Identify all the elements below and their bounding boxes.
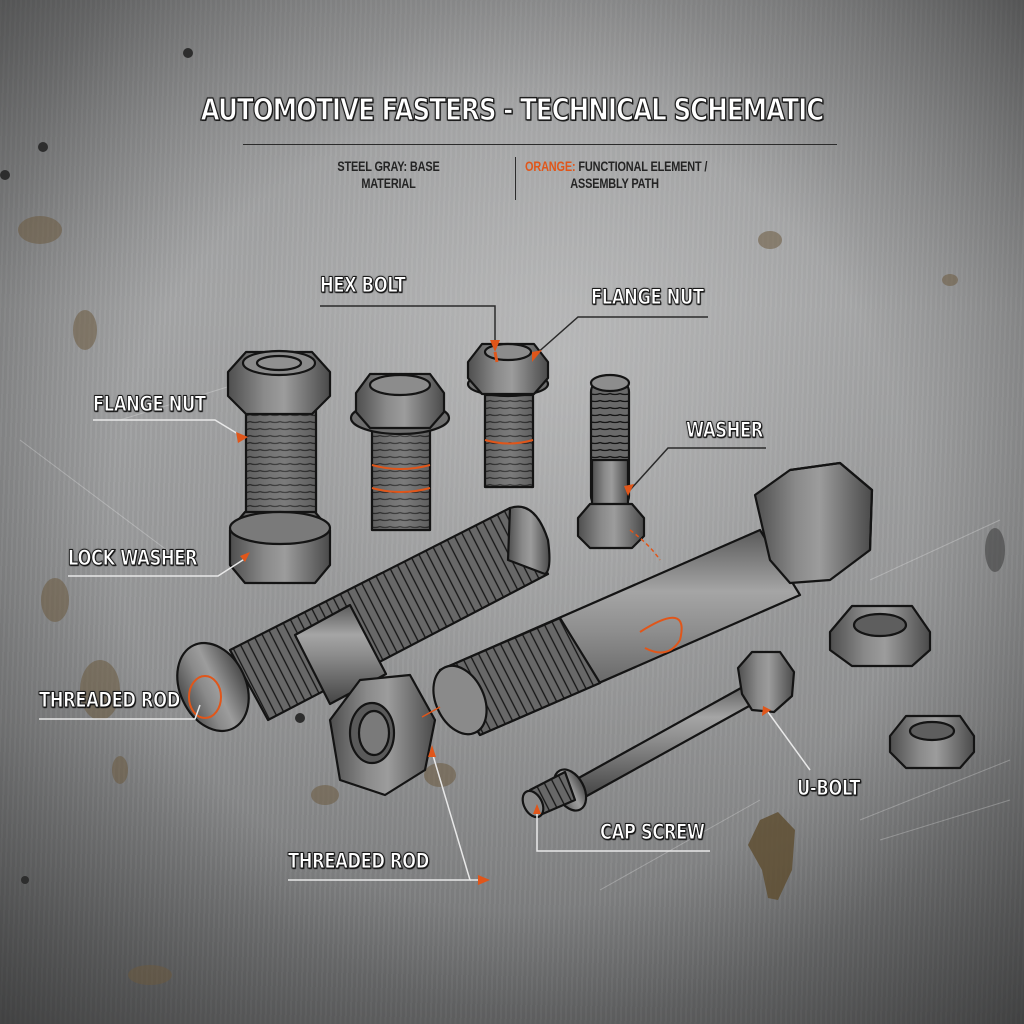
leader-lines	[39, 305, 811, 881]
thin-hex-nut-1	[828, 604, 932, 668]
label-u-bolt: U-BOLT	[797, 776, 861, 801]
flange-bolt-small	[466, 342, 550, 489]
legend-orange-line1: FUNCTIONAL ELEMENT /	[575, 158, 708, 174]
label-threaded-rod-bottom: THREADED ROD	[288, 849, 430, 874]
flange-bolt-medium	[349, 372, 451, 532]
hex-cap-bolt	[576, 373, 646, 550]
label-hex-bolt: HEX BOLT	[320, 273, 407, 298]
label-flange-nut-top: FLANGE NUT	[591, 285, 705, 310]
legend-divider	[515, 157, 516, 200]
legend-steel-gray-line2: MATERIAL	[361, 175, 416, 191]
legend-orange: ORANGE: FUNCTIONAL ELEMENT / ASSEMBLY PA…	[525, 158, 759, 192]
label-flange-nut-left: FLANGE NUT	[93, 392, 207, 417]
label-threaded-rod-left: THREADED ROD	[39, 688, 181, 713]
legend-orange-key: ORANGE:	[525, 158, 576, 174]
page-title: AUTOMOTIVE FASTERS - TECHNICAL SCHEMATIC	[200, 92, 825, 128]
label-cap-screw: CAP SCREW	[600, 820, 706, 845]
label-washer: WASHER	[686, 418, 764, 443]
hex-nut	[328, 673, 437, 797]
orange-arrowheads	[236, 340, 771, 885]
legend-orange-line2: ASSEMBLY PATH	[570, 175, 659, 191]
tall-hex-bolt	[226, 349, 332, 585]
label-lock-washer: LOCK WASHER	[68, 546, 198, 571]
legend-steel-gray-line1: STEEL GRAY: BASE	[337, 158, 440, 174]
title-divider	[243, 144, 837, 145]
legend-steel-gray: STEEL GRAY: BASE MATERIAL	[330, 158, 447, 192]
large-hex-bolt	[432, 461, 874, 737]
thin-hex-nut-2	[888, 714, 976, 770]
